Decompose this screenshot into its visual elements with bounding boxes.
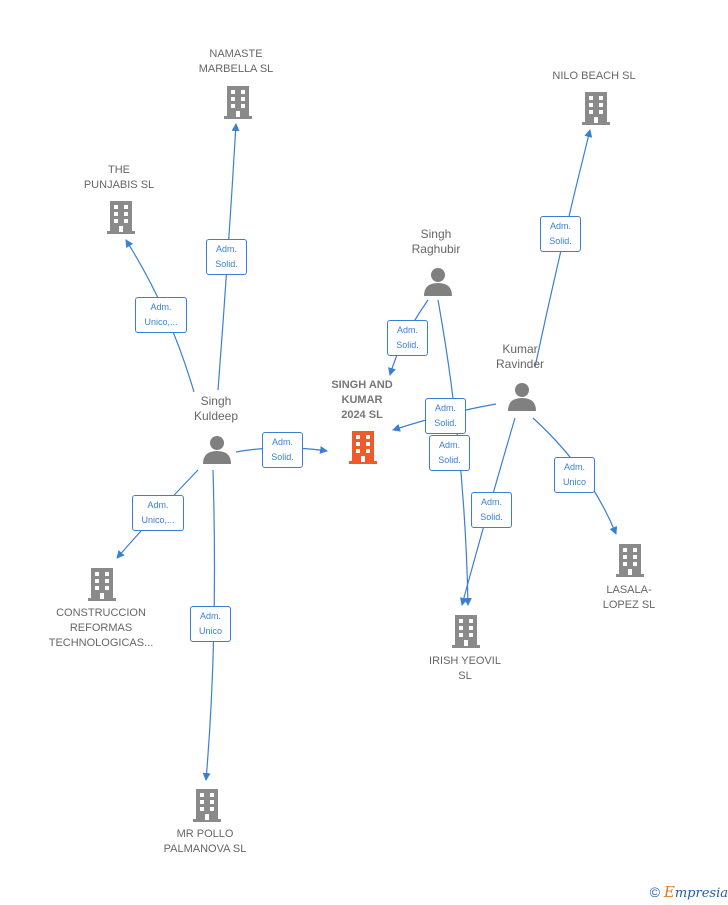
building-icon xyxy=(224,86,252,119)
node-label: MR POLLO PALMANOVA SL xyxy=(163,828,247,855)
brand-logo: Empresia xyxy=(663,883,728,901)
relation-badge-ravinder-lasala[interactable]: Adm. Unico xyxy=(554,457,595,493)
relation-badge-kuldeep-namaste[interactable]: Adm. Solid. xyxy=(206,239,247,275)
person-icon xyxy=(203,436,231,464)
building-icon xyxy=(582,92,610,125)
building-icon xyxy=(452,615,480,648)
node-label: Singh Kuldeep xyxy=(193,394,239,423)
relation-badge-ravinder-irish[interactable]: Adm. Solid. xyxy=(471,492,512,528)
node-label: CONSTRUCCION REFORMAS TECHNOLOGICAS... xyxy=(48,607,154,649)
node-label: Singh Raghubir xyxy=(411,227,461,256)
node-label: NILO BEACH SL xyxy=(552,70,636,82)
relation-badge-kuldeep-pollo[interactable]: Adm. Unico xyxy=(190,606,231,642)
building-icon xyxy=(193,789,221,822)
copyright-icon: © xyxy=(649,884,660,900)
relation-badge-kuldeep-punjabis[interactable]: Adm. Unico,... xyxy=(135,297,187,333)
building-icon xyxy=(616,544,644,577)
person-icon xyxy=(508,383,536,411)
building-icon xyxy=(88,568,116,601)
node-label: LASALA- LOPEZ SL xyxy=(602,584,656,611)
building-icon xyxy=(349,431,377,464)
relation-badge-ravinder-central[interactable]: Adm. Solid. xyxy=(425,398,466,434)
relation-badge-raghubir-central[interactable]: Adm. Solid. xyxy=(387,320,428,356)
relation-badge-kuldeep-construccion[interactable]: Adm. Unico,... xyxy=(132,495,184,531)
node-label: THE PUNJABIS SL xyxy=(83,164,155,191)
node-label: Kumar Ravinder xyxy=(495,342,545,371)
person-icon xyxy=(424,268,452,296)
empresia-watermark: © Empresia xyxy=(650,883,728,901)
node-label: NAMASTE MARBELLA SL xyxy=(198,48,274,75)
relation-badge-kuldeep-central[interactable]: Adm. Solid. xyxy=(262,432,303,468)
relation-badge-ravinder-nilo[interactable]: Adm. Solid. xyxy=(540,216,581,252)
node-label: SINGH AND KUMAR 2024 SL xyxy=(331,379,393,421)
relation-badge-raghubir-irish[interactable]: Adm. Solid. xyxy=(429,435,470,471)
building-icon xyxy=(107,201,135,234)
node-label: IRISH YEOVIL SL xyxy=(429,655,501,682)
